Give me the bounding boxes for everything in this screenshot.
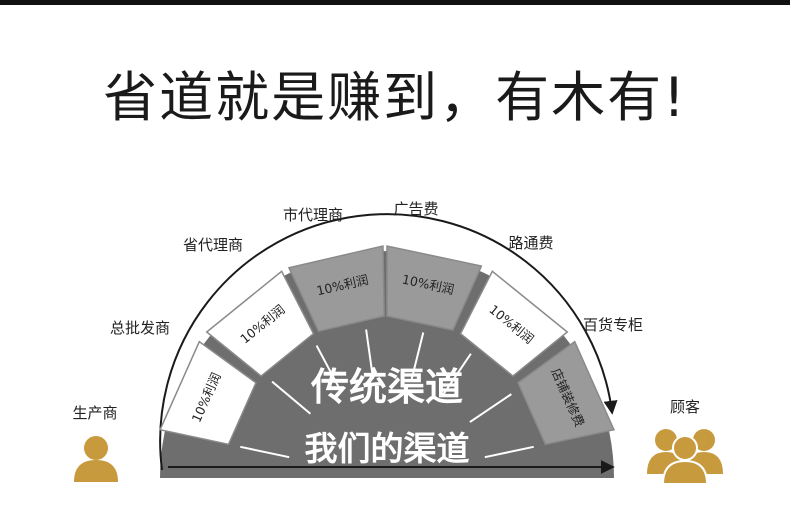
channel-segment-5: 店铺装修费 bbox=[517, 340, 615, 446]
ray-2 bbox=[315, 345, 341, 391]
channel-segment-3: 10%利润 bbox=[386, 245, 483, 331]
segment-shape bbox=[159, 340, 257, 446]
stage-label-5: 百货专柜 bbox=[583, 316, 643, 334]
end-label: 顾客 bbox=[670, 398, 700, 416]
ray-6 bbox=[469, 393, 512, 423]
segment-shape bbox=[517, 340, 615, 446]
channel-segment-1: 10%利润 bbox=[205, 270, 315, 378]
ray-0 bbox=[240, 445, 290, 459]
stage-label-3: 广告费 bbox=[393, 200, 438, 218]
channel-segment-4: 10%利润 bbox=[459, 270, 569, 378]
start-label: 生产商 bbox=[72, 404, 117, 422]
ray-7 bbox=[484, 445, 534, 459]
top-bar bbox=[0, 0, 790, 5]
segment-shape bbox=[386, 245, 483, 331]
stage-label-1: 省代理商 bbox=[183, 236, 243, 254]
stage-label-0: 总批发商 bbox=[110, 319, 170, 337]
ray-3 bbox=[365, 329, 375, 380]
person-icon bbox=[74, 436, 118, 482]
segment-shape bbox=[287, 245, 385, 333]
stage-label-2: 市代理商 bbox=[283, 206, 343, 224]
group-icon bbox=[647, 429, 723, 485]
ray-1 bbox=[271, 380, 312, 415]
ray-4 bbox=[410, 332, 425, 382]
ray-5 bbox=[442, 353, 472, 396]
segment-shape bbox=[459, 270, 569, 378]
page-title: 省道就是赚到，有木有! bbox=[103, 66, 687, 129]
channel-segment-0: 10%利润 bbox=[159, 340, 257, 446]
center-title: 传统渠道 bbox=[310, 365, 463, 409]
segment-shape bbox=[205, 270, 315, 378]
bottom-title: 我们的渠道 bbox=[305, 429, 470, 468]
rays bbox=[240, 329, 534, 459]
curved-arrow bbox=[159, 213, 618, 471]
channel-segment-2: 10%利润 bbox=[287, 245, 385, 333]
stage-label-4: 路通费 bbox=[508, 234, 553, 252]
